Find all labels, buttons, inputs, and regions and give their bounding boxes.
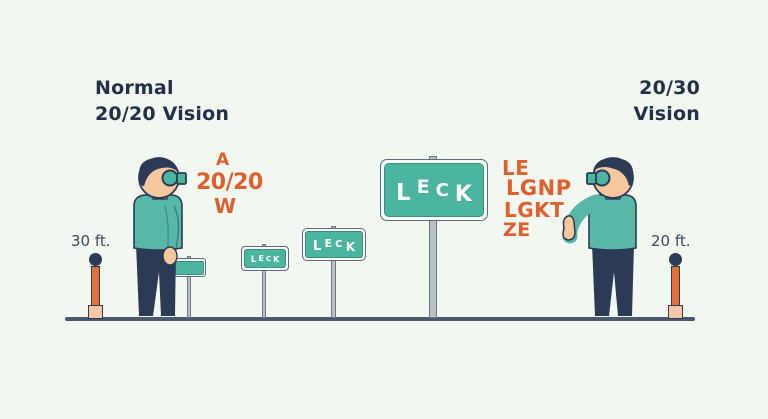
marker-base-right [668, 305, 683, 319]
sign-pole-main [429, 156, 437, 318]
sign-main-letter-3: C [435, 179, 449, 201]
left-person-hand [162, 246, 178, 266]
right-person-hand [562, 215, 576, 241]
marker-dot-right [669, 253, 682, 266]
right-chart-row-1: LE [502, 156, 530, 180]
sign-medium-letter-2: E [324, 237, 332, 250]
sign-board-main: L E C K [384, 163, 484, 217]
left-person-lens [161, 169, 179, 187]
sign-medium-letter-1: L [312, 239, 322, 254]
left-chart-bottom-letter: W [214, 194, 237, 218]
sign-main-letter-4: K [454, 181, 472, 207]
right-chart-row-3: LGKT [504, 198, 565, 222]
left-chart-acuity-value: 20/20 [196, 170, 263, 195]
left-person-shirt [133, 194, 183, 251]
right-person-pants [592, 244, 634, 316]
person-right-figure [562, 157, 637, 316]
marker-base-left [88, 305, 103, 319]
sign-small-letter-4: K [273, 255, 280, 264]
right-title-2030-vision: 20/30 Vision [633, 77, 700, 125]
sign-main-letter-1: L [396, 180, 411, 206]
person-2030-vision [556, 156, 656, 319]
right-chart-row-4: ZE [503, 219, 531, 241]
sign-pole-medium [331, 226, 336, 318]
sign-small-letter-2: E [258, 254, 264, 263]
ground-line [65, 317, 695, 321]
distance-label-right: 20 ft. [651, 232, 691, 250]
sign-pole-tiny [187, 256, 191, 318]
sign-board-medium: L E C K [305, 231, 363, 258]
right-person-hair [593, 158, 634, 186]
marker-post-right [671, 266, 680, 306]
left-person-hair [138, 158, 178, 186]
sign-medium-letter-4: K [345, 239, 356, 254]
left-person-arm-line-2 [164, 205, 169, 252]
sign-medium-letter-3: C [335, 239, 343, 250]
sign-small-letter-3: C [265, 254, 272, 263]
marker-post-left [91, 266, 100, 306]
distance-label-left: 30 ft. [71, 232, 111, 250]
sign-pole-small [262, 244, 266, 318]
left-person-arm-line [173, 205, 180, 251]
marker-dot-left [89, 253, 102, 266]
person-normal-vision [118, 156, 214, 319]
sign-board-small: L E C K [244, 249, 286, 268]
left-title-normal-vision: Normal 20/20 Vision [95, 77, 230, 125]
person-left-figure [133, 157, 187, 316]
sign-main-letter-2: E [416, 176, 430, 198]
right-chart-row-2: LGNP [506, 176, 572, 200]
sign-small-letter-1: L [250, 254, 257, 265]
right-person-lens-holder [586, 172, 597, 185]
left-person-lens-holder [176, 172, 187, 185]
left-chart-top-letter: A [216, 150, 230, 170]
